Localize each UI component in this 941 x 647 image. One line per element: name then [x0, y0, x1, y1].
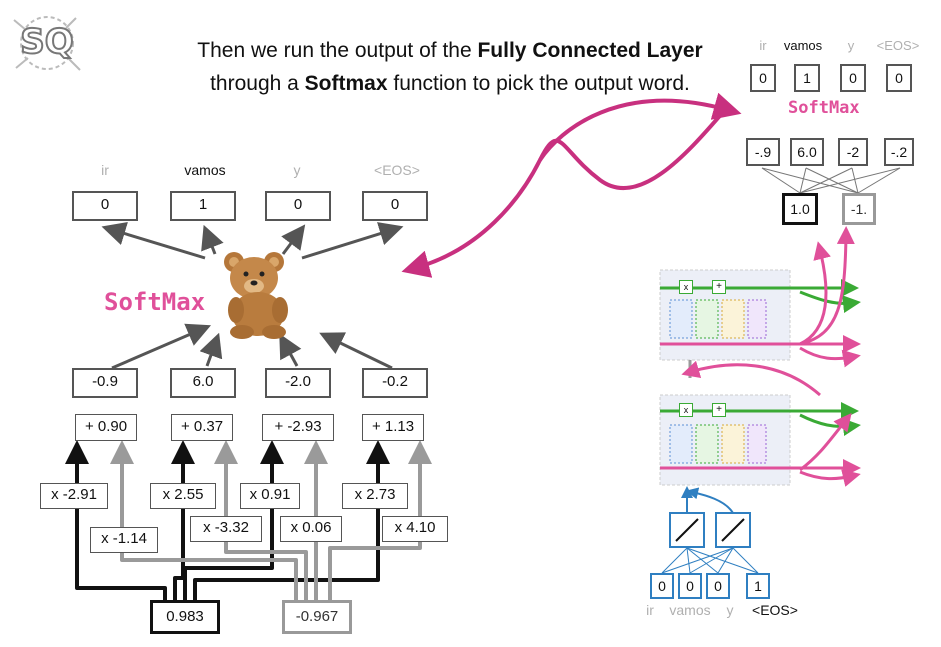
headline-part3: function to pick the output word.: [387, 72, 690, 95]
bottom-token-eos: <EOS>: [752, 602, 798, 618]
mini-output-ir: 0: [750, 64, 776, 92]
token-ir: ir: [101, 162, 109, 178]
one-hot-eos: 1: [746, 573, 770, 599]
output-box-y: 0: [265, 191, 331, 221]
token-eos: <EOS>: [374, 162, 420, 178]
mini-token-ir: ir: [759, 38, 767, 53]
weight-a-4: x 2.73: [342, 483, 408, 509]
weight-b-2: x -3.32: [190, 516, 262, 542]
mini-fc-output-1: -.9: [746, 138, 780, 166]
softmax-label: SoftMax: [104, 288, 206, 316]
gate-multiply-icon: x: [679, 403, 693, 417]
bias-3: + -2.93: [262, 414, 334, 441]
mini-softmax-label: SoftMax: [788, 98, 860, 118]
bottom-token-y: y: [726, 602, 734, 618]
gate-add-icon: +: [712, 403, 726, 417]
bias-1: + 0.90: [75, 414, 137, 441]
fc-output-2: 6.0: [170, 368, 236, 398]
mini-input-1: 1.0: [782, 193, 818, 225]
headline: Then we run the output of the Fully Conn…: [190, 34, 710, 100]
one-hot-y: 0: [706, 573, 730, 599]
sq-logo: SQ: [6, 8, 88, 78]
teddy-bear-icon: [224, 252, 288, 339]
fc-output-4: -0.2: [362, 368, 428, 398]
token-y: y: [293, 162, 301, 178]
output-box-eos: 0: [362, 191, 428, 221]
fc-output-1: -0.9: [72, 368, 138, 398]
mini-token-vamos: vamos: [783, 38, 823, 53]
bottom-token-vamos: vamos: [669, 602, 711, 618]
token-vamos: vamos: [184, 162, 226, 178]
mini-fc-output-4: -.2: [884, 138, 914, 166]
weight-b-4: x 4.10: [382, 516, 448, 542]
mini-output-vamos: 1: [794, 64, 820, 92]
bias-2: + 0.37: [171, 414, 233, 441]
mini-output-y: 0: [840, 64, 866, 92]
bias-4: + 1.13: [362, 414, 424, 441]
weight-b-3: x 0.06: [280, 516, 342, 542]
output-box-ir: 0: [72, 191, 138, 221]
input-value-2: -0.967: [282, 600, 352, 634]
gate-multiply-icon: x: [679, 280, 693, 294]
gate-add-icon: +: [712, 280, 726, 294]
logo-art-icon: [13, 16, 81, 71]
mini-output-eos: 0: [886, 64, 912, 92]
weight-a-3: x 0.91: [240, 483, 300, 509]
weight-a-1: x -2.91: [40, 483, 108, 509]
mini-token-y: y: [847, 38, 855, 53]
headline-bold2: Softmax: [304, 72, 388, 95]
mini-fc-output-2: 6.0: [790, 138, 824, 166]
logo-text: SQ: [19, 21, 74, 63]
one-hot-ir: 0: [650, 573, 674, 599]
headline-part1: Then we run the output of the: [197, 39, 478, 62]
mini-token-eos: <EOS>: [876, 38, 920, 53]
fc-output-3: -2.0: [265, 368, 331, 398]
bottom-token-ir: ir: [646, 602, 654, 618]
headline-part2: through a: [210, 72, 305, 95]
weight-b-1: x -1.14: [90, 527, 158, 553]
mini-fc-output-3: -2: [838, 138, 868, 166]
weight-a-2: x 2.55: [150, 483, 216, 509]
input-value-1: 0.983: [150, 600, 220, 634]
headline-bold1: Fully Connected Layer: [477, 39, 703, 62]
mini-input-2: -1.: [842, 193, 876, 225]
embedding-layer: [661, 486, 759, 574]
one-hot-vamos: 0: [678, 573, 702, 599]
output-box-vamos: 1: [170, 191, 236, 221]
